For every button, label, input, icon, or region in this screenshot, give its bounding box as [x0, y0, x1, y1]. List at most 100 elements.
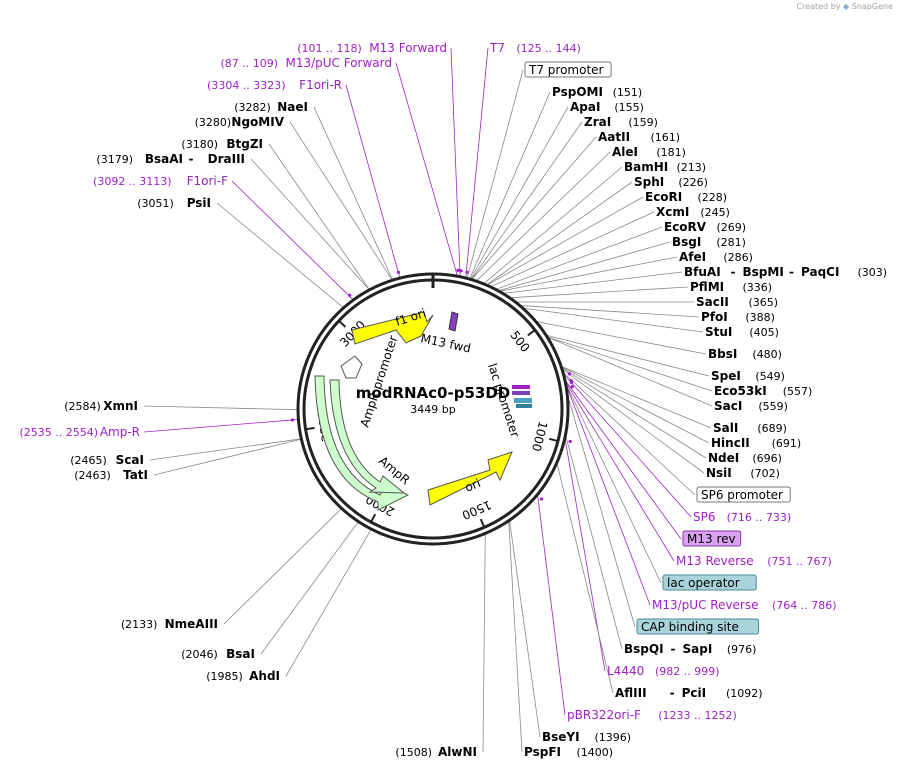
- site-label-m13-forward[interactable]: M13 Forward(101 .. 118): [297, 41, 447, 55]
- site-label-m13-puc-reverse[interactable]: M13/pUC Reverse(764 .. 786): [652, 598, 837, 612]
- site-label-f1ori-r[interactable]: F1ori-R(3304 .. 3323): [207, 78, 342, 92]
- site-label-pspomi[interactable]: PspOMI(151): [552, 85, 642, 99]
- site-label-tati[interactable]: TatI(2463): [74, 468, 148, 482]
- site-label-bsaai[interactable]: DraIII-BsaAI(3179): [96, 152, 245, 166]
- site-label-m13-reverse[interactable]: M13 Reverse(751 .. 767): [676, 554, 832, 568]
- site-position: (3304 .. 3323): [207, 79, 286, 92]
- site-label-ndei[interactable]: NdeI(696): [708, 451, 782, 465]
- site-label-aatii[interactable]: AatII(161): [598, 130, 680, 144]
- site-label-bbsi[interactable]: BbsI(480): [708, 347, 782, 361]
- site-label-btgzi[interactable]: BtgZI(3180): [181, 137, 263, 151]
- ecorv-leader: [496, 226, 663, 290]
- site-label-afei[interactable]: AfeI(286): [679, 250, 753, 264]
- site-label-psii[interactable]: PsiI(3051): [137, 196, 211, 210]
- tick-mark: [527, 329, 536, 337]
- site-label-spei[interactable]: SpeI(549): [711, 369, 785, 383]
- site-name: PflMI: [690, 280, 724, 294]
- site-label-alei[interactable]: AleI(181): [612, 145, 686, 159]
- f1-ori-feature[interactable]: [351, 311, 434, 345]
- site-label-afliii[interactable]: AflIII-PciI(1092): [615, 686, 763, 700]
- sp6-promoter-leader: [563, 372, 696, 496]
- site-position: (159): [628, 116, 658, 129]
- site-label-bspqi[interactable]: BspQI-SapI(976): [624, 642, 756, 656]
- site-label-bamhi[interactable]: BamHI(213): [624, 160, 706, 174]
- site-label-amp-r[interactable]: Amp-R(2535 .. 2554): [19, 425, 140, 439]
- site-label-ahdi[interactable]: AhdI(1985): [206, 669, 280, 683]
- site-label-bsai[interactable]: BsaI(2046): [181, 647, 255, 661]
- site-name: M13 rev: [687, 532, 736, 546]
- site-name: ApaI: [570, 100, 600, 114]
- site-position: (3282): [234, 101, 271, 114]
- site-label-nsii[interactable]: NsiI(702): [706, 466, 780, 480]
- bseyi-leader: [509, 521, 541, 738]
- site-name: M13/pUC Reverse: [652, 598, 759, 612]
- site-name: CAP binding site: [641, 620, 739, 634]
- site-label-t7[interactable]: T7(125 .. 144): [489, 41, 581, 55]
- site-label-bfuai[interactable]: BfuAI-BspMI-PaqCI(303): [684, 265, 887, 279]
- site-position: (1508): [395, 746, 432, 759]
- ampr-feature[interactable]: [314, 375, 410, 511]
- site-label-f1ori-f[interactable]: F1ori-F(3092 .. 3113): [93, 174, 228, 188]
- site-position: (87 .. 109): [220, 57, 278, 70]
- site-label-bsgi[interactable]: BsgI(281): [672, 235, 746, 249]
- site-label-sp6[interactable]: SP6(716 .. 733): [693, 510, 791, 524]
- site-position: (2046): [181, 648, 218, 661]
- site-label-apai[interactable]: ApaI(155): [570, 100, 644, 114]
- site-label-pflmi[interactable]: PflMI(336): [690, 280, 772, 294]
- site-label-sali[interactable]: SalI(689): [713, 421, 787, 435]
- ampr-promoter-feature[interactable]: [340, 355, 363, 379]
- site-label-zrai[interactable]: ZraI(159): [584, 115, 658, 129]
- site-label-ecori[interactable]: EcoRI(228): [645, 190, 727, 204]
- site-name: BbsI: [708, 347, 737, 361]
- site-label-ecorv[interactable]: EcoRV(269): [664, 220, 746, 234]
- ori-feature[interactable]: [427, 451, 513, 506]
- site-label-lac-operator[interactable]: lac operator: [662, 574, 757, 591]
- site-label-sphi[interactable]: SphI(226): [634, 175, 708, 189]
- site-name: Eco53kI: [714, 384, 767, 398]
- site-label-l4440[interactable]: L4440(982 .. 999): [607, 664, 720, 678]
- ampr-inner-feature: [329, 379, 406, 494]
- site-label-saci[interactable]: SacI(559): [714, 399, 788, 413]
- site-position: (982 .. 999): [655, 665, 720, 678]
- aatii-leader: [472, 136, 597, 280]
- site-name: XcmI: [656, 205, 689, 219]
- site-label-alwni[interactable]: AlwNI(1508): [395, 745, 477, 759]
- site-label-bseyi[interactable]: BseYI(1396): [542, 730, 631, 744]
- site-label-pbr322ori-f[interactable]: pBR322ori-F(1233 .. 1252): [567, 708, 737, 722]
- site-label-sp6-promoter[interactable]: SP6 promoter: [696, 486, 791, 503]
- afei-leader: [500, 256, 678, 292]
- site-label-xmni[interactable]: XmnI(2584): [64, 399, 138, 413]
- site-label-pfoi[interactable]: PfoI(388): [701, 310, 775, 324]
- site-position: (226): [678, 176, 708, 189]
- primer-site-mark: [290, 418, 295, 422]
- site-position: (3280): [195, 116, 232, 129]
- label-leader-lines: [143, 47, 713, 753]
- bfuai-leader: [504, 271, 683, 294]
- site-label-m13-rev[interactable]: M13 rev: [682, 530, 742, 547]
- tati-leader: [153, 439, 301, 476]
- site-label-xcmi[interactable]: XcmI(245): [656, 205, 730, 219]
- site-name: XmnI: [103, 399, 138, 413]
- pbr322ori-f-leader: [537, 495, 566, 716]
- site-label-t7-promoter[interactable]: T7 promoter: [524, 61, 612, 78]
- site-label-ngomiv[interactable]: NgoMIV(3280): [195, 115, 285, 129]
- site-label-naei[interactable]: NaeI(3282): [234, 100, 308, 114]
- cap-site-mark: [516, 404, 532, 408]
- site-position: (696): [752, 452, 782, 465]
- site-label-scai[interactable]: ScaI(2465): [70, 453, 144, 467]
- m13-fwd-feature[interactable]: [448, 311, 459, 332]
- site-label-sacii[interactable]: SacII(365): [696, 295, 778, 309]
- site-label-nmeaiii[interactable]: NmeAIII(2133): [121, 617, 218, 631]
- ecori-leader: [487, 196, 644, 285]
- site-label-eco53ki[interactable]: Eco53kI(557): [714, 384, 812, 398]
- site-label-cap-binding-site[interactable]: CAP binding site: [636, 618, 760, 635]
- psii-leader: [216, 202, 344, 308]
- site-name: EcoRV: [664, 220, 707, 234]
- site-label-m13-puc-forward[interactable]: M13/pUC Forward(87 .. 109): [220, 56, 392, 70]
- label-box: [662, 574, 757, 591]
- site-label-pspfi[interactable]: PspFI(1400): [524, 745, 613, 759]
- site-label-hincii[interactable]: HincII(691): [711, 436, 801, 450]
- site-label-stui[interactable]: StuI(405): [705, 325, 779, 339]
- t7-promoter-leader: [466, 69, 524, 278]
- site-name: NgoMIV: [231, 115, 284, 129]
